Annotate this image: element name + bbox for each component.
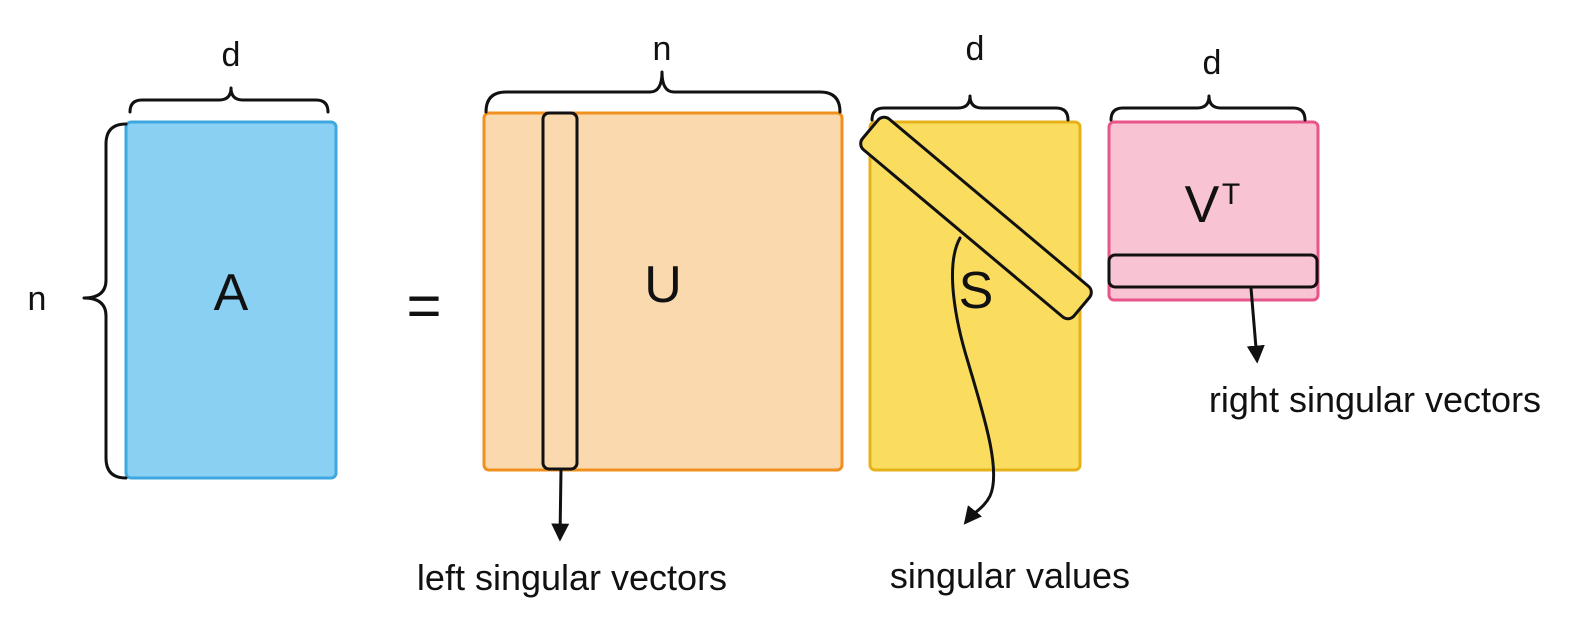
matrix-a-height-label: n xyxy=(28,280,47,318)
matrix-a-width-label: d xyxy=(222,36,241,74)
matrix-a-width-brace xyxy=(128,86,330,114)
matrix-vt-base: V xyxy=(1185,176,1220,234)
left-singular-vectors-caption: left singular vectors xyxy=(417,557,727,598)
singular-values-diagonal-highlight xyxy=(859,115,1093,321)
matrix-a-height-brace xyxy=(82,122,128,480)
singular-values-curve xyxy=(951,236,996,525)
matrix-s-width-brace xyxy=(870,94,1070,122)
right-vectors-arrow xyxy=(1246,286,1265,364)
matrix-vt-label: V xyxy=(1185,176,1220,234)
right-singular-vectors-caption: right singular vectors xyxy=(1209,379,1541,420)
matrix-vt-width-label: d xyxy=(1203,44,1222,82)
right-singular-vector-highlight xyxy=(1107,253,1319,289)
matrix-a-label: A xyxy=(214,264,249,322)
matrix-s-label: S xyxy=(959,262,994,320)
equals-sign: = xyxy=(406,272,441,339)
left-vectors-arrow xyxy=(551,468,570,542)
matrix-a xyxy=(124,120,338,480)
left-singular-vector-highlight xyxy=(541,111,579,471)
singular-values-caption: singular values xyxy=(890,555,1130,596)
matrix-vt-superscript: T xyxy=(1222,178,1240,211)
matrix-vt-width-brace xyxy=(1109,94,1307,122)
matrix-s-width-label: d xyxy=(966,30,985,68)
matrix-u-label: U xyxy=(644,256,682,314)
matrix-u-width-label: n xyxy=(653,30,672,68)
matrix-u-width-brace xyxy=(484,70,842,114)
